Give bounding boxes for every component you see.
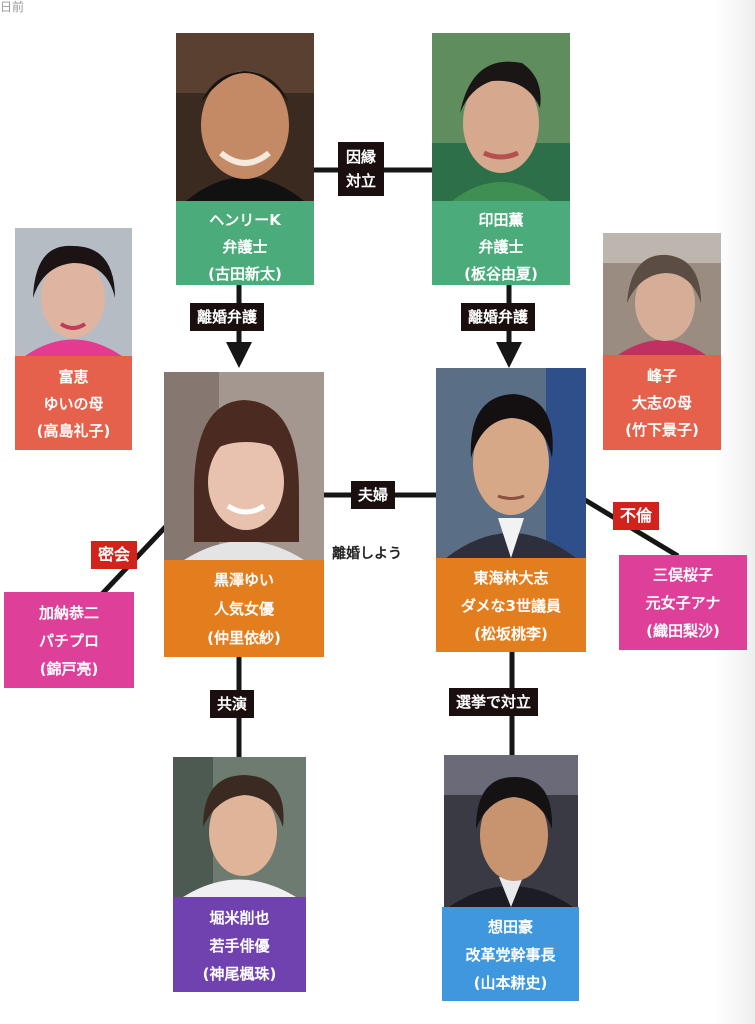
card-taishi: 東海林大志 ダメな3世議員 (松坂桃李)	[436, 558, 586, 652]
card-yui: 黒澤ゆい 人気女優 (仲里依紗)	[164, 560, 324, 657]
photo-souda	[444, 755, 578, 907]
card-inda: 印田薫 弁護士 (板谷由夏)	[432, 201, 570, 285]
yui-name: 黒澤ゆい	[213, 571, 274, 589]
tomie-role: ゆいの母	[43, 395, 104, 413]
label-innen-line2: 対立	[346, 172, 377, 190]
yui-role: 人気女優	[213, 600, 274, 618]
horigome-name: 堀米削也	[209, 909, 270, 927]
label-rikon-shiyou: 離婚しよう	[332, 546, 402, 562]
mineko-name: 峰子	[646, 367, 677, 385]
photo-henry	[176, 33, 314, 201]
card-horigome: 堀米削也 若手俳優 (神尾楓珠)	[173, 897, 306, 992]
tomie-actor: (高島礼子)	[36, 422, 111, 440]
mimata-actor: (織田梨沙)	[646, 622, 720, 640]
yui-actor: (仲里依紗)	[207, 629, 281, 647]
arrow-inda-taishi	[496, 342, 522, 368]
mimata-role: 元女子アナ	[645, 594, 721, 612]
photo-yui	[164, 372, 324, 560]
mineko-actor: (竹下景子)	[625, 421, 699, 439]
label-rikon-bengo-left: 離婚弁護	[190, 303, 265, 331]
label-rikon-bengo-right: 離婚弁護	[461, 303, 536, 331]
photo-horigome	[173, 757, 306, 897]
horigome-actor: (神尾楓珠)	[202, 965, 277, 983]
souda-role: 改革党幹事長	[465, 946, 556, 964]
inda-role: 弁護士	[478, 238, 524, 256]
henry-name: ヘンリーK	[209, 211, 281, 229]
horigome-role: 若手俳優	[209, 937, 270, 955]
card-mineko: 峰子 大志の母 (竹下景子)	[603, 355, 721, 450]
label-fuufu: 夫婦	[351, 481, 396, 509]
right-edge-shadow	[715, 0, 755, 1024]
kanou-role: パチプロ	[38, 632, 99, 650]
kanou-name: 加納恭二	[38, 604, 99, 622]
photo-inda	[432, 33, 570, 201]
arrow-henry-yui	[226, 342, 252, 368]
taishi-role: ダメな3世議員	[461, 597, 561, 615]
souda-name: 想田豪	[487, 918, 533, 936]
henry-actor: (古田新太)	[208, 265, 282, 283]
kanou-actor: (錦戸亮)	[39, 660, 99, 678]
mineko-role: 大志の母	[631, 394, 692, 412]
label-kyouen: 共演	[210, 690, 255, 718]
card-henry: ヘンリーK 弁護士 (古田新太)	[176, 201, 314, 285]
label-furin: 不倫	[613, 502, 660, 530]
photo-taishi	[436, 368, 586, 558]
inda-name: 印田薫	[478, 211, 524, 229]
photo-tomie	[15, 228, 132, 356]
henry-role: 弁護士	[222, 238, 268, 256]
card-souda: 想田豪 改革党幹事長 (山本耕史)	[442, 907, 579, 1001]
taishi-actor: (松坂桃李)	[474, 625, 548, 643]
label-senkyo: 選挙で対立	[449, 688, 539, 716]
label-innen: 因縁 対立	[338, 142, 385, 196]
card-tomie: 富恵 ゆいの母 (高島礼子)	[15, 356, 132, 450]
card-kanou: 加納恭二 パチプロ (錦戸亮)	[4, 592, 134, 688]
label-mikkai: 密会	[91, 541, 138, 569]
taishi-name: 東海林大志	[473, 569, 549, 587]
photo-mineko	[603, 233, 721, 355]
top-note: 日前	[0, 0, 25, 14]
card-mimata: 三俣桜子 元女子アナ (織田梨沙)	[619, 555, 747, 650]
souda-actor: (山本耕史)	[473, 974, 548, 992]
inda-actor: (板谷由夏)	[464, 265, 538, 283]
mimata-name: 三俣桜子	[652, 566, 713, 584]
label-innen-line1: 因縁	[346, 148, 377, 166]
tomie-name: 富恵	[58, 368, 89, 386]
